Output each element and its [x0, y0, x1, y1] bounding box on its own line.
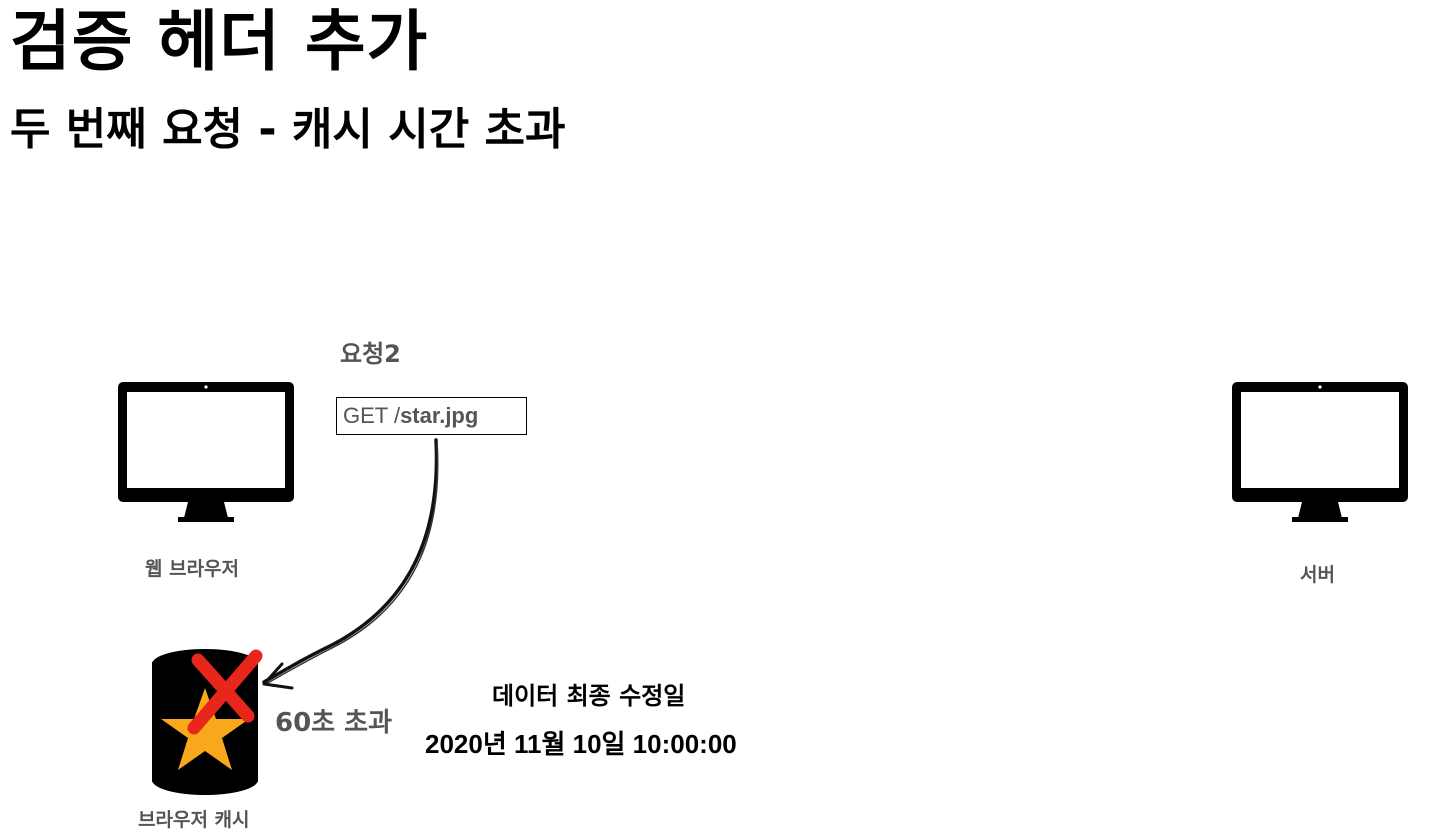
- last-modified-heading: 데이터 최종 수정일: [492, 682, 686, 710]
- database-star-icon: [152, 649, 263, 795]
- cache-label: 브라우저 캐시: [138, 809, 250, 831]
- request-label: 요청2: [340, 340, 401, 368]
- server-label: 서버: [1300, 564, 1335, 586]
- page-title: 검증 헤더 추가: [10, 3, 429, 80]
- red-x-icon: [187, 649, 263, 735]
- browser-label: 웹 브라우저: [145, 558, 240, 580]
- request-line-box: GET /star.jpg: [336, 397, 527, 435]
- cache-status: 60초 초과: [275, 708, 392, 738]
- request-path: star.jpg: [400, 403, 479, 428]
- monitor-icon: [118, 382, 294, 522]
- monitor-icon: [1232, 382, 1408, 522]
- request-method: GET /: [343, 403, 401, 428]
- page-subtitle: 두 번째 요청 - 캐시 시간 초과: [10, 104, 566, 155]
- last-modified-value: 2020년 11월 10일 10:00:00: [425, 729, 737, 759]
